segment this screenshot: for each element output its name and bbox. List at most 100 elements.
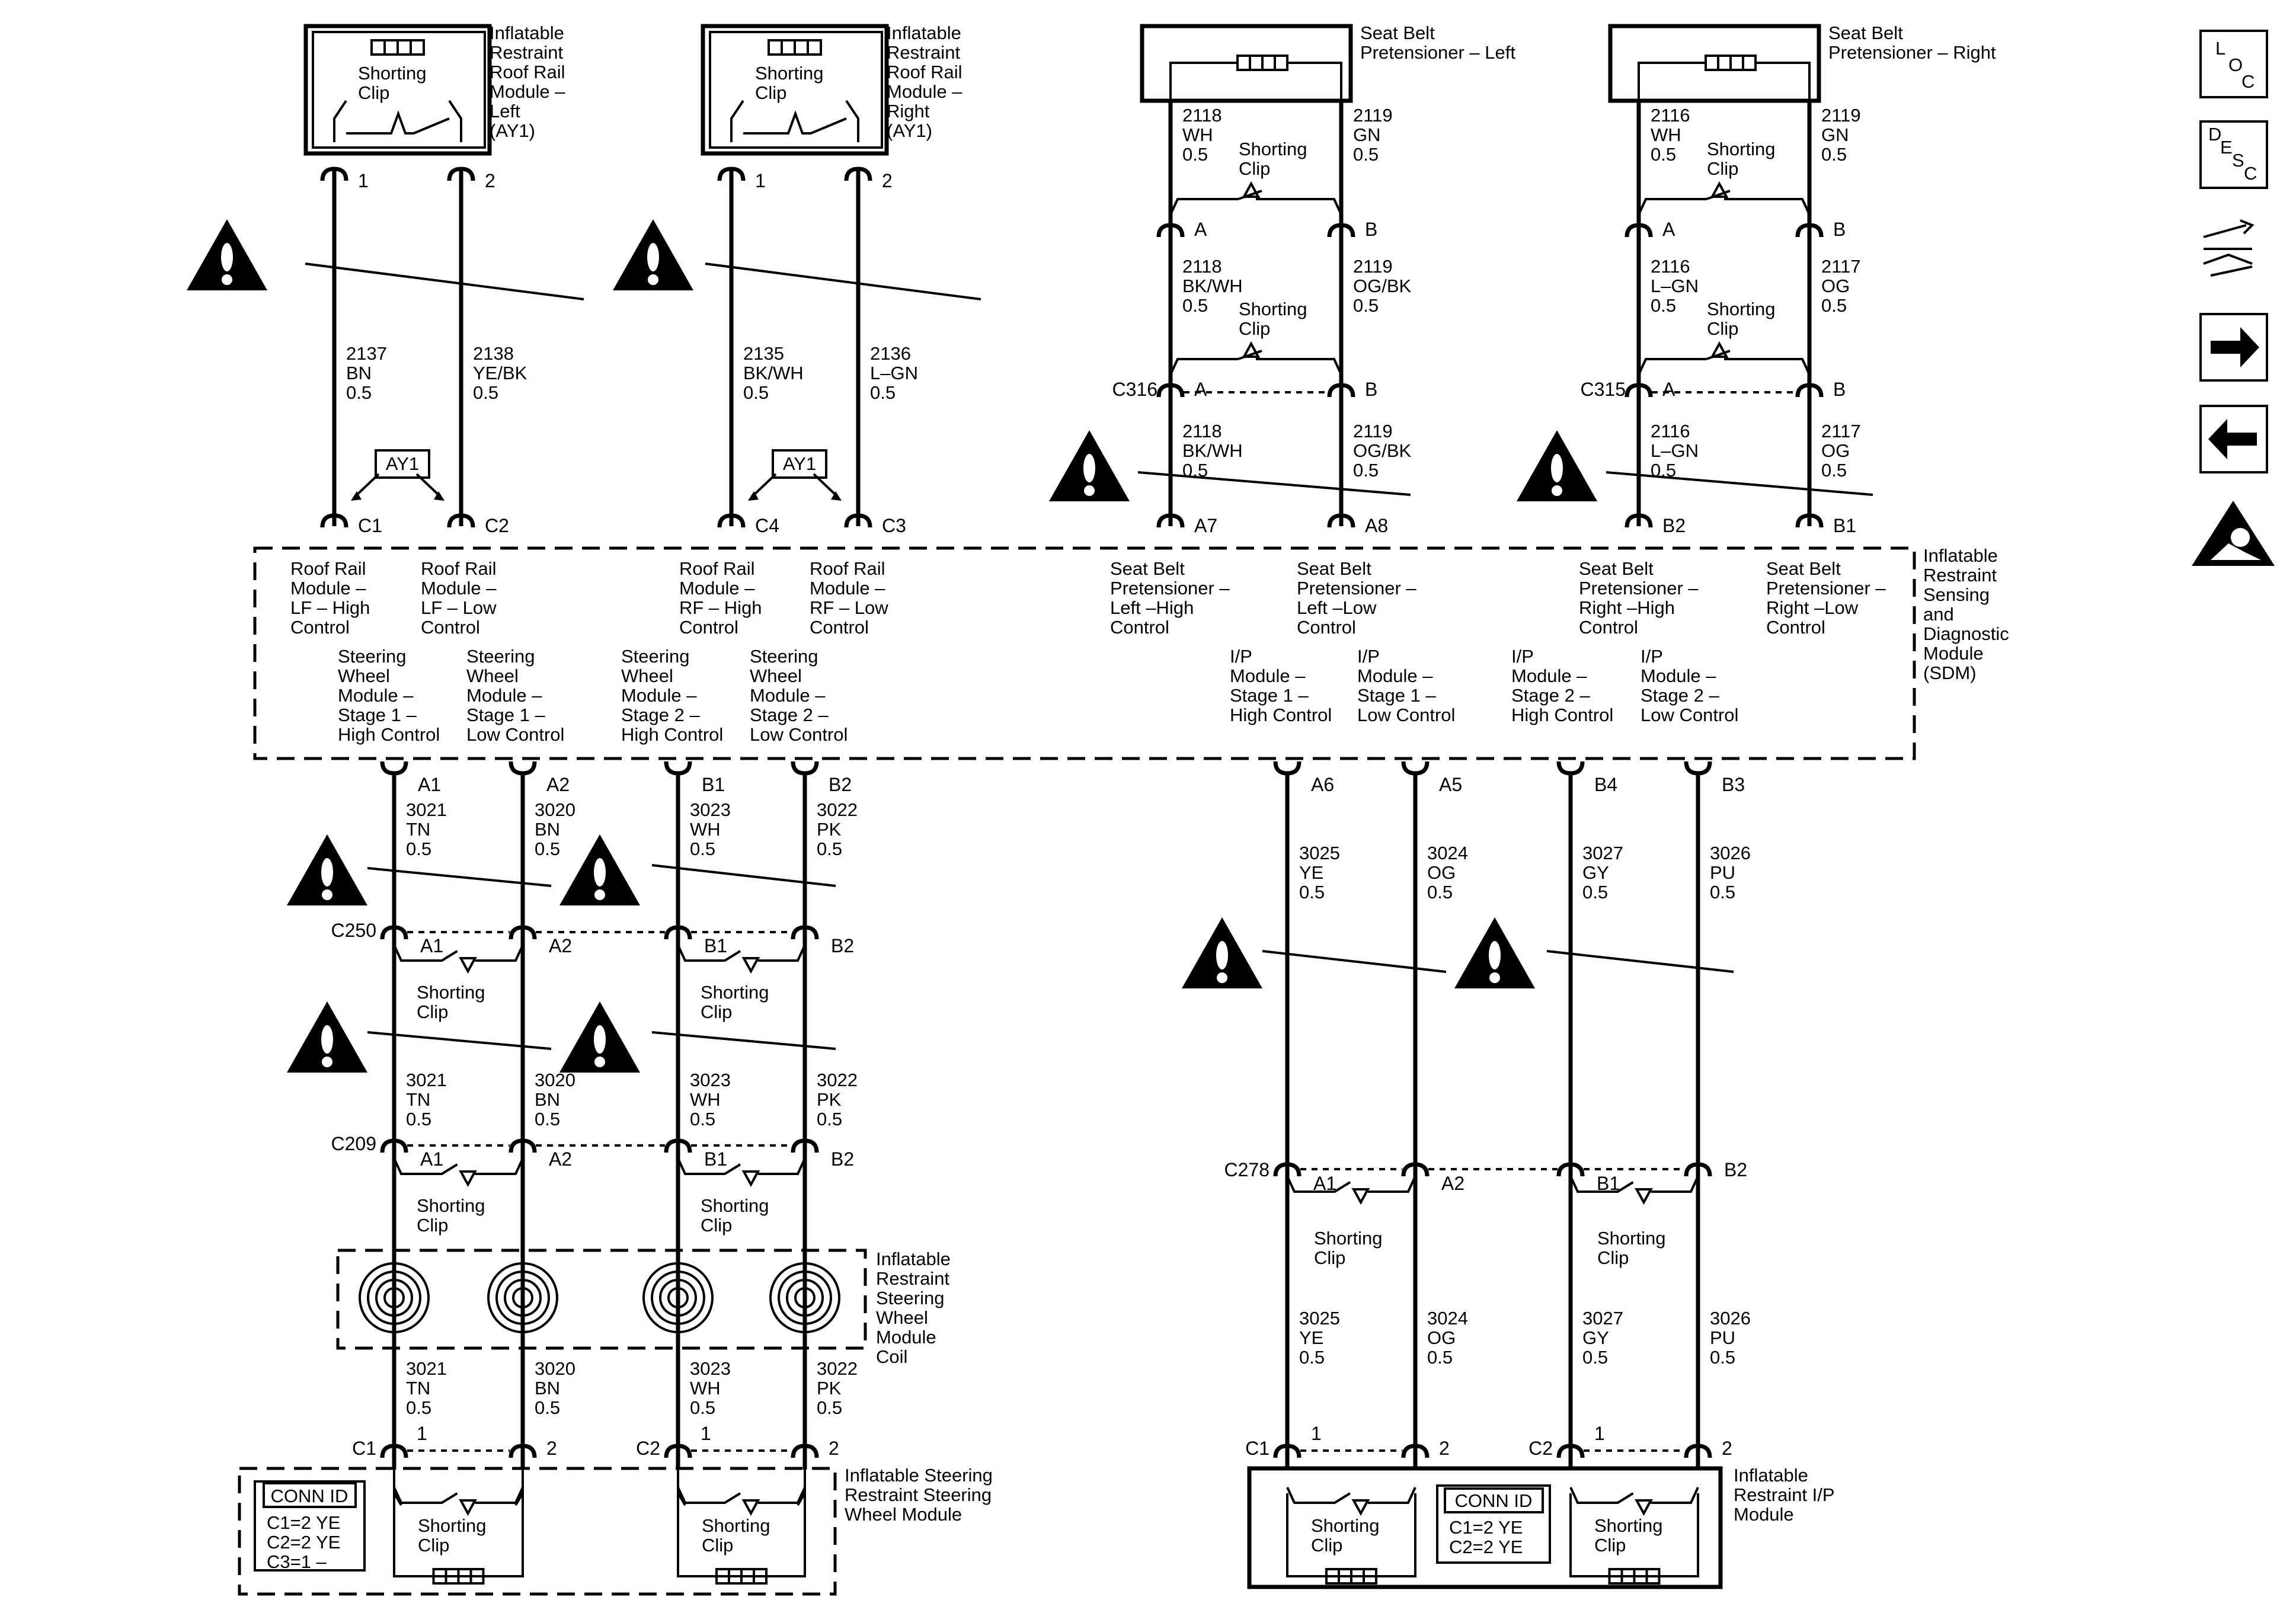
module-name: Module – [490, 81, 565, 102]
wire-circuit: 2116 [1651, 421, 1690, 441]
wire-color: BN [535, 819, 560, 840]
twisted-pair-marker [651, 864, 836, 887]
module-name: (AY1) [887, 120, 932, 141]
module-name: Inflatable Steering [845, 1465, 993, 1486]
previous-page-button-frame[interactable] [2199, 405, 2268, 473]
wire-circuit: 2119 [1353, 421, 1393, 441]
pin-label: C1 [358, 515, 382, 536]
shorting-clip-label: Shorting [1594, 1515, 1662, 1536]
connector-id: C1 [352, 1438, 376, 1459]
module-name: Restraint [887, 42, 960, 63]
pin-label: B1 [702, 774, 725, 795]
shorting-clip-tab [741, 1499, 760, 1516]
shorting-clip-label: Clip [1239, 318, 1270, 339]
loc-button[interactable]: LOC [2199, 30, 2268, 98]
warning-icon [1454, 917, 1535, 988]
connector-terminal [1556, 761, 1585, 776]
arrow-left-shape [2208, 419, 2257, 459]
connector-id: C1 [1245, 1438, 1269, 1459]
shorting-clip-label: Shorting [417, 982, 485, 1003]
wire-color: BK/WH [1182, 440, 1243, 461]
wire-circuit: 3020 [535, 799, 575, 820]
sdm-function-label: Module – [1357, 665, 1433, 686]
pin-label: C3 [882, 515, 906, 536]
conn-id-box [254, 1480, 366, 1572]
sdm-function-label: Pretensioner – [1766, 578, 1886, 599]
module-lead [333, 100, 462, 142]
wire-circuit: 3024 [1427, 843, 1468, 863]
shorting-clip-tab [1635, 1188, 1653, 1205]
warning-dot [1552, 485, 1562, 496]
pin-label: A6 [1311, 774, 1334, 795]
pin-label: B [1365, 379, 1377, 400]
sdm-function-label: Wheel [750, 665, 802, 686]
wire-gauge: 0.5 [1182, 144, 1208, 165]
ip-module-box [1247, 1466, 1723, 1589]
shorting-clip-label: Clip [1239, 158, 1270, 179]
module-name: Inflatable [490, 23, 564, 43]
wire-gauge: 0.5 [1821, 144, 1847, 165]
airbag-warning-button[interactable] [2192, 501, 2275, 566]
shorting-clip-label: Clip [1597, 1247, 1629, 1268]
shorting-clip [1169, 358, 1342, 375]
wire-circuit: 3024 [1427, 1308, 1468, 1329]
connector-terminal [380, 761, 408, 776]
module-name: (AY1) [490, 120, 535, 141]
sdm-function-label: Control [810, 617, 869, 638]
shorting-clip-label: Shorting [755, 63, 823, 84]
warning-icon [1517, 430, 1597, 501]
wire-color: GY [1582, 1327, 1609, 1348]
sdm-function-label: Low Control [1357, 705, 1455, 725]
shorting-clip [1638, 198, 1811, 215]
wire-gauge: 0.5 [1353, 460, 1379, 481]
sdm-function-label: Stage 2 – [621, 705, 700, 725]
desc-letter: E [2220, 137, 2233, 158]
wire-circuit: 2118 [1182, 421, 1222, 441]
warning-bar [1216, 941, 1228, 969]
sdm-function-label: Left –Low [1297, 597, 1377, 618]
connector-terminal [664, 761, 692, 776]
wire-gauge: 0.5 [690, 1109, 715, 1129]
loc-letter: L [2215, 38, 2225, 59]
coil-turn [667, 1287, 689, 1308]
squib-resistor [370, 39, 425, 56]
warning-icon [559, 1001, 640, 1073]
pin-label: A1 [418, 774, 441, 795]
wire-gauge: 0.5 [1353, 144, 1379, 165]
wire-color: GY [1582, 862, 1609, 883]
module-name: Inflatable [876, 1249, 951, 1269]
wire-color: PU [1710, 862, 1735, 883]
previous-page-button[interactable] [2199, 405, 2268, 473]
sdm-function-label: High Control [621, 724, 723, 745]
sdm-function-label: Control [1579, 617, 1638, 638]
module-name: Restraint I/P [1734, 1484, 1835, 1505]
connector-end-view-button[interactable] [2203, 219, 2255, 277]
shorting-clip [677, 1487, 806, 1504]
wire-color: WH [690, 1089, 721, 1110]
wire-gauge: 0.5 [870, 382, 896, 403]
connector-terminal [509, 761, 537, 776]
shorting-clip-tab [459, 1170, 477, 1188]
wire-circuit: 3021 [406, 799, 447, 820]
wire-circuit: 3026 [1710, 843, 1751, 863]
shorting-clip-label: Shorting [1314, 1228, 1382, 1249]
wire-circuit: 3023 [690, 1070, 731, 1090]
option-tag-arrow [751, 473, 839, 498]
loc-button-frame[interactable] [2199, 30, 2268, 98]
conn-id-title: CONN ID [1455, 1490, 1533, 1511]
desc-button-frame[interactable] [2199, 120, 2268, 189]
wire-color: TN [406, 819, 430, 840]
twisted-pair-marker [705, 263, 981, 300]
pin-label: B1 [704, 1148, 727, 1170]
next-page-button[interactable] [2199, 313, 2268, 382]
wire-color: OG/BK [1353, 440, 1412, 461]
twisted-pair-marker [367, 867, 552, 887]
sdm-function-label: Wheel [466, 665, 519, 686]
module-lead [730, 100, 859, 142]
wire-circuit: 3021 [406, 1358, 447, 1379]
module-lead [1638, 62, 1811, 101]
wire-color: OG [1821, 440, 1850, 461]
next-page-button-frame[interactable] [2199, 313, 2268, 382]
shorting-clip [743, 110, 847, 135]
